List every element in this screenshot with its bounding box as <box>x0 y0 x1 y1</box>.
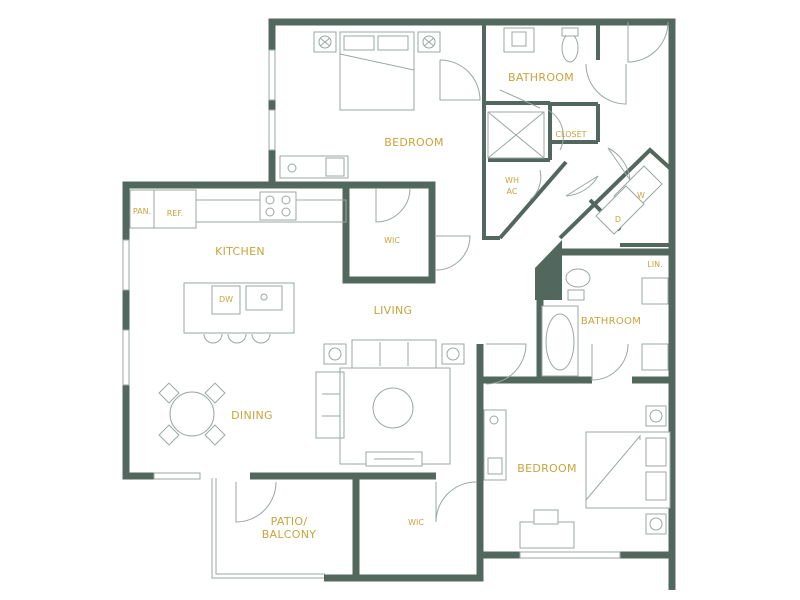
bathroom1-fixtures <box>487 27 579 159</box>
label-dishwasher: DW <box>219 295 233 304</box>
patio-outline <box>211 478 325 579</box>
bedroom2-furniture <box>483 405 671 549</box>
windows <box>122 49 621 559</box>
label-living: LIVING <box>374 304 413 317</box>
label-wic-2: WIC <box>408 518 424 527</box>
label-dining: DINING <box>231 409 273 422</box>
dining-table <box>158 382 226 446</box>
label-refrigerator: REF. <box>167 209 183 218</box>
room-labels: BEDROOM BATHROOM CLOSET WH AC W D PAN. R… <box>133 71 663 541</box>
label-bedroom-1: BEDROOM <box>384 136 444 149</box>
label-balcony: BALCONY <box>262 528 317 541</box>
bathroom2-fixtures <box>541 268 669 377</box>
label-washer: W <box>637 191 645 200</box>
label-bathroom-1: BATHROOM <box>508 71 574 84</box>
bedroom1-furniture <box>279 31 441 179</box>
label-pantry: PAN. <box>133 207 151 216</box>
label-closet: CLOSET <box>555 130 586 139</box>
label-patio: PATIO/ <box>271 515 308 528</box>
label-dryer: D <box>615 215 621 224</box>
label-linen: LIN. <box>647 260 662 269</box>
walls <box>122 18 676 590</box>
label-water-heater: WH <box>505 176 519 185</box>
laundry-fixtures <box>595 165 663 235</box>
label-bathroom-2: BATHROOM <box>581 316 641 327</box>
doors <box>235 21 669 523</box>
kitchen-fixtures <box>129 189 347 344</box>
label-ac: AC <box>507 187 518 196</box>
living-furniture <box>315 339 465 467</box>
label-wic-1: WIC <box>384 236 400 245</box>
label-kitchen: KITCHEN <box>215 245 265 258</box>
label-bedroom-2: BEDROOM <box>517 462 577 475</box>
